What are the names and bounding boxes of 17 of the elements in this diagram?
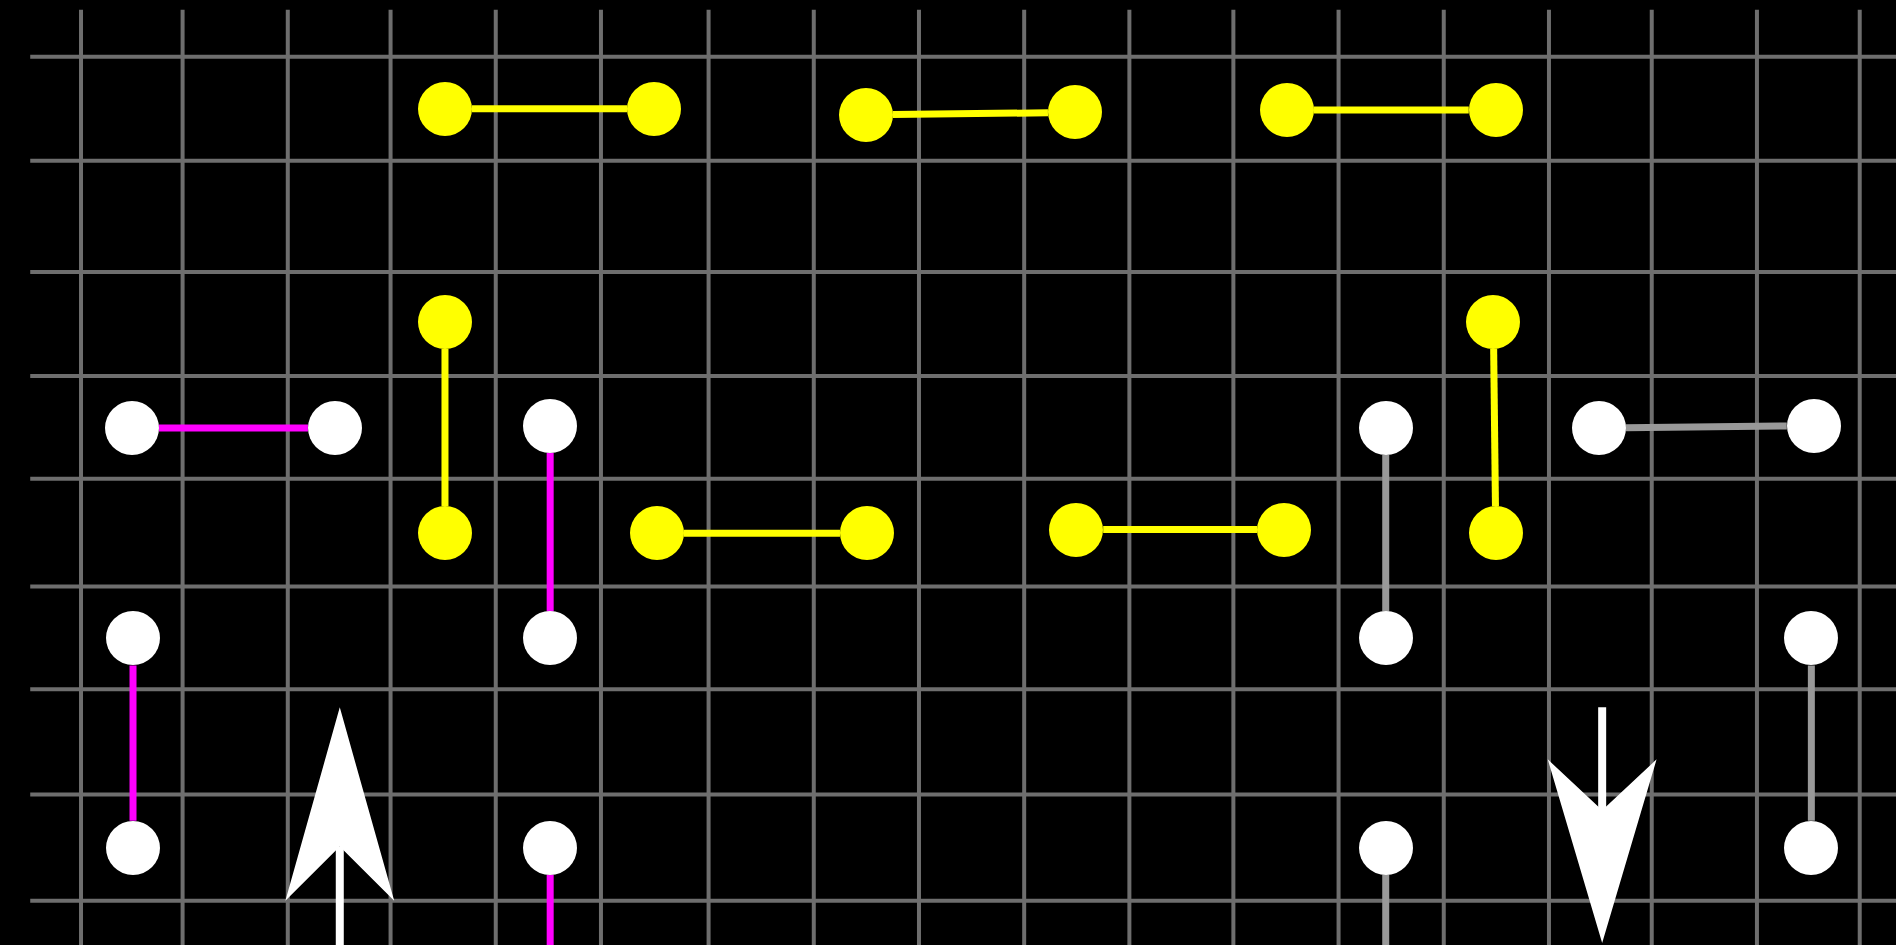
connector-line bbox=[1490, 348, 1499, 507]
connection-dot bbox=[840, 506, 894, 561]
connection-dot bbox=[106, 820, 160, 875]
connector-line bbox=[1625, 422, 1787, 432]
connector-line bbox=[441, 348, 449, 507]
connector-line bbox=[1103, 526, 1258, 534]
connector-line bbox=[892, 109, 1048, 119]
connector-line bbox=[683, 529, 840, 537]
connector-line bbox=[158, 424, 308, 432]
connector-line bbox=[1807, 665, 1815, 821]
connection-dot bbox=[106, 611, 160, 666]
connector-line bbox=[1382, 874, 1390, 945]
connector-line bbox=[1382, 455, 1390, 612]
connector-line bbox=[1313, 106, 1469, 114]
connector-line bbox=[129, 665, 137, 821]
connector-line bbox=[472, 105, 628, 113]
connector-line bbox=[546, 874, 554, 945]
